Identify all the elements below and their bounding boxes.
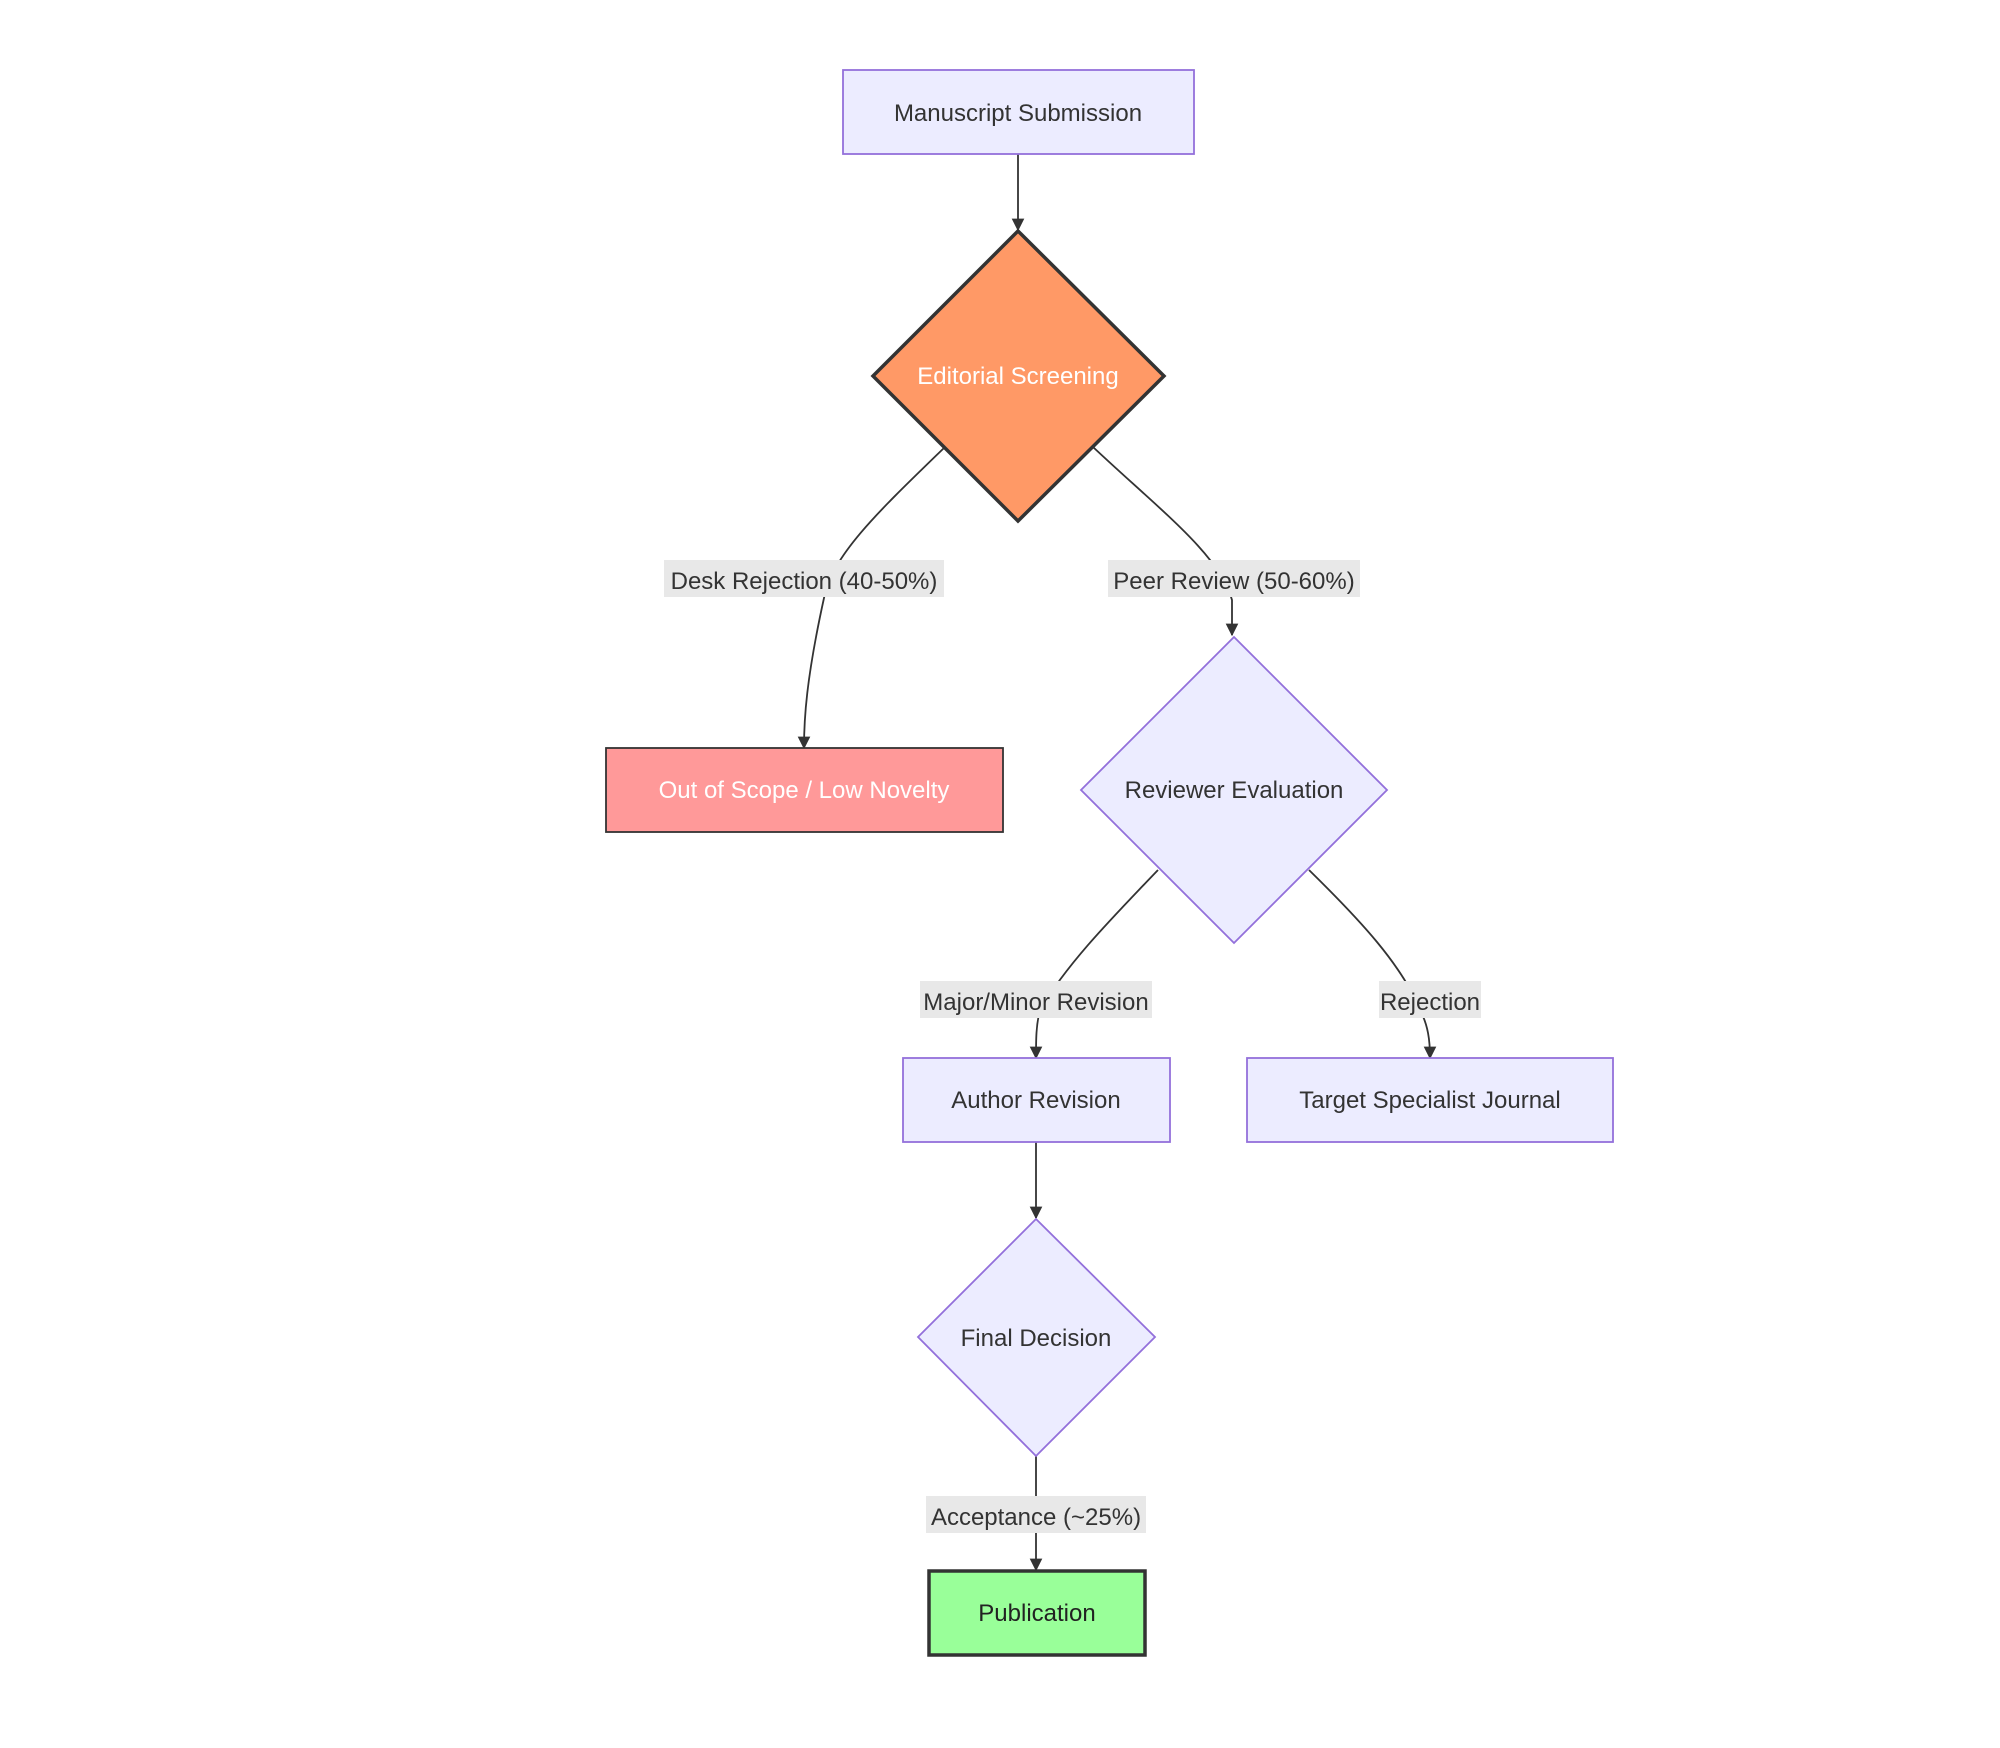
edge-screening-desk-rejection (797, 446, 946, 750)
node-reviewer-evaluation-label: Reviewer Evaluation (1125, 777, 1344, 804)
node-editorial-screening-label: Editorial Screening (917, 363, 1118, 390)
edge-label-desk-rejection-text: Desk Rejection (40-50%) (671, 568, 938, 595)
node-publication-label: Publication (978, 1600, 1095, 1627)
edge-screening-peer-review (1092, 446, 1239, 637)
node-manuscript-submission: Manuscript Submission (842, 69, 1195, 155)
node-manuscript-submission-label: Manuscript Submission (894, 100, 1142, 127)
node-final-decision: Final Decision (916, 1217, 1157, 1458)
edge-label-acceptance: Acceptance (~25%) (926, 1496, 1146, 1533)
node-final-decision-label: Final Decision (961, 1325, 1112, 1352)
node-author-revision: Author Revision (902, 1057, 1171, 1143)
edge-label-rejection-text: Rejection (1380, 989, 1480, 1016)
node-out-of-scope: Out of Scope / Low Novelty (605, 747, 1004, 833)
edge-label-rejection: Rejection (1379, 981, 1481, 1018)
edge-label-acceptance-text: Acceptance (~25%) (931, 1504, 1141, 1531)
node-editorial-screening: Editorial Screening (870, 228, 1167, 524)
edge-evaluation-rejection (1308, 869, 1437, 1060)
node-publication: Publication (927, 1569, 1147, 1657)
node-out-of-scope-label: Out of Scope / Low Novelty (659, 777, 950, 804)
edge-label-desk-rejection: Desk Rejection (40-50%) (664, 560, 944, 597)
node-target-specialist-journal-label: Target Specialist Journal (1299, 1087, 1560, 1114)
edge-label-revision-text: Major/Minor Revision (923, 989, 1148, 1016)
edge-label-peer-review-text: Peer Review (50-60%) (1113, 568, 1354, 595)
edge-evaluation-revision (1029, 869, 1159, 1060)
edge-label-peer-review: Peer Review (50-60%) (1108, 560, 1360, 597)
node-reviewer-evaluation: Reviewer Evaluation (1079, 635, 1389, 945)
node-target-specialist-journal: Target Specialist Journal (1246, 1057, 1614, 1143)
node-author-revision-label: Author Revision (951, 1087, 1120, 1114)
edge-label-revision: Major/Minor Revision (920, 981, 1152, 1018)
